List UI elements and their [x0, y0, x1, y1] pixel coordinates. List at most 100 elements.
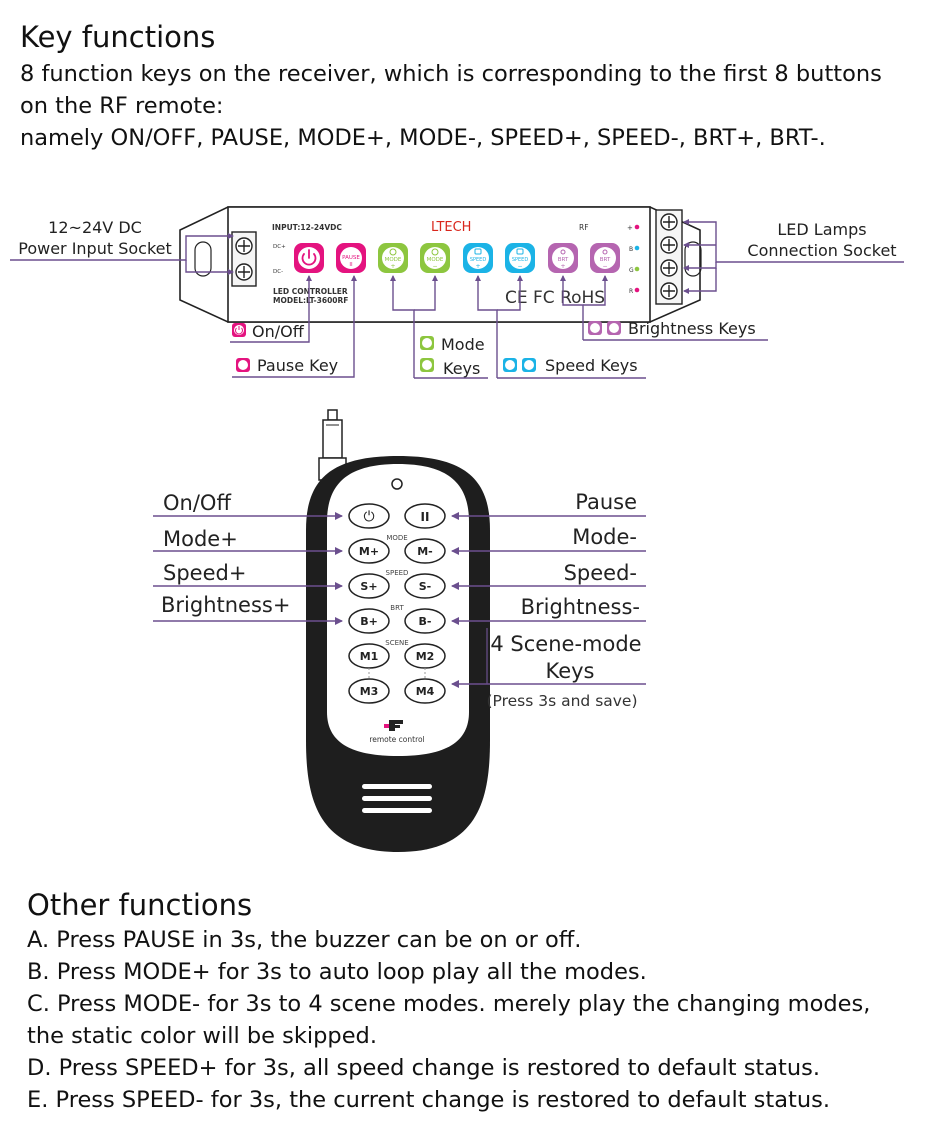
key-face: [424, 247, 446, 269]
callout-text: LED Lamps: [777, 220, 866, 239]
speed-icon: [474, 248, 482, 255]
key-text: +: [390, 263, 395, 270]
speed-keys-callout: Speed Keys: [475, 275, 646, 379]
other-functions-list: A. Press PAUSE in 3s, the buzzer can be …: [27, 924, 922, 1116]
sun-icon: [609, 323, 619, 333]
receiver-unit: INPUT:12-24VDC LTECH RF DC+ DC- LED CONT…: [179, 206, 702, 323]
list-item: E. Press SPEED- for 3s, the current chan…: [27, 1087, 830, 1113]
dc-plus-text: DC+: [273, 244, 286, 250]
receiver-key-brt-plus[interactable]: BRT +: [548, 243, 578, 273]
callout-note: (Press 3s and save): [486, 692, 637, 710]
button-text: M3: [360, 685, 379, 698]
key-text: II: [349, 262, 353, 268]
pause-callout: Pause Key: [232, 275, 357, 378]
rf-mark: RF: [579, 223, 589, 232]
remote-button-speed-minus[interactable]: S-: [404, 573, 446, 599]
button-text: S-: [419, 580, 432, 593]
remote-button-brt-minus[interactable]: B-: [404, 608, 446, 634]
key-face: [509, 247, 531, 269]
power-input-callout: 12~24V DC Power Input Socket: [10, 218, 234, 275]
list-item: A. Press PAUSE in 3s, the buzzer can be …: [27, 927, 582, 953]
mode-icon: [422, 338, 432, 348]
other-functions-heading: Other functions: [27, 888, 253, 922]
rf-remote: ⏻ II MODE M+ M- SPEED S+ S- BRT B+: [306, 409, 490, 852]
button-text: S+: [360, 580, 377, 593]
callout-text: Mode: [441, 335, 485, 354]
terminal-label: R: [629, 288, 633, 295]
remote-button-pause[interactable]: II: [404, 503, 446, 529]
list-item: B. Press MODE+ for 3s to auto loop play …: [27, 959, 647, 985]
key-text: PAUSE: [342, 255, 360, 261]
receiver-key-speed-plus[interactable]: SPEED +: [463, 243, 493, 273]
terminal-dot: [634, 224, 640, 230]
grip-slot: [362, 784, 432, 789]
callout-text: Mode+: [163, 527, 238, 551]
callout-text: 12~24V DC: [48, 218, 142, 237]
key-face: [467, 247, 489, 269]
receiver-key-speed-minus[interactable]: SPEED −: [505, 243, 535, 273]
dc-minus-text: DC-: [273, 269, 283, 275]
callout-text: Speed-: [564, 561, 637, 585]
grip-slot: [362, 808, 432, 813]
power-input-socket: [231, 231, 257, 287]
remote-button-onoff[interactable]: ⏻: [348, 503, 390, 529]
model-line-2: MODEL:LT-3600RF: [273, 296, 348, 305]
remote-button-m3[interactable]: M3: [348, 678, 390, 704]
group-label-mode: MODE: [386, 534, 407, 542]
power-icon: [301, 249, 317, 266]
key-text: SPEED: [470, 257, 487, 263]
list-item: C. Press MODE- for 3s to 4 scene modes. …: [27, 991, 871, 1017]
remote-button-mode-plus[interactable]: M+: [348, 538, 390, 564]
button-text: M1: [360, 650, 379, 663]
speed-icon: [524, 360, 534, 370]
panel-input-text: INPUT:12-24VDC: [272, 223, 342, 232]
speed-icon: [516, 248, 524, 255]
intro-line: 8 function keys on the receiver, which i…: [20, 61, 882, 87]
button-text: M2: [416, 650, 435, 663]
callout-text: Brightness Keys: [628, 319, 756, 338]
remote-button-mode-minus[interactable]: M-: [404, 538, 446, 564]
callout-text: Power Input Socket: [18, 239, 172, 258]
sun-icon: [560, 249, 566, 255]
key-text: MODE: [427, 257, 444, 263]
model-line-1: LED CONTROLLER: [273, 287, 348, 296]
receiver-key-pause[interactable]: PAUSE II: [336, 243, 366, 273]
list-item: D. Press SPEED+ for 3s, all speed change…: [27, 1055, 820, 1081]
callout-text: Pause: [575, 490, 637, 514]
list-item: the static color will be skipped.: [27, 1023, 377, 1049]
callout-text: Speed Keys: [545, 356, 638, 375]
remote-button-m1[interactable]: M1: [348, 643, 390, 669]
receiver-key-mode-plus[interactable]: MODE +: [378, 243, 408, 273]
receiver-key-brt-minus[interactable]: BRT −: [590, 243, 620, 273]
callout-text: On/Off: [163, 491, 231, 515]
button-text: B+: [360, 615, 378, 628]
callout-text: On/Off: [252, 322, 305, 341]
callout-text: Connection Socket: [747, 241, 896, 260]
group-label-brt: BRT: [390, 604, 404, 612]
callout-text: Keys: [443, 359, 480, 378]
remote-button-brt-plus[interactable]: B+: [348, 608, 390, 634]
receiver-key-mode-minus[interactable]: MODE −: [420, 243, 450, 273]
intro-line: namely ON/OFF, PAUSE, MODE+, MODE-, SPEE…: [20, 125, 826, 151]
key-text: −: [602, 263, 607, 270]
power-icon: ⏻: [363, 509, 374, 525]
remote-left-callouts: On/Off Mode+ Speed+ Brightness+: [153, 491, 343, 625]
remote-button-m4[interactable]: M4: [404, 678, 446, 704]
indicator-led: [391, 478, 403, 490]
key-text: SPEED: [512, 257, 529, 263]
key-face: [552, 247, 574, 269]
key-text: +: [560, 263, 565, 270]
button-text: M-: [417, 545, 433, 558]
led-output-socket: [655, 209, 683, 305]
key-text: MODE: [385, 257, 402, 263]
callout-text: Speed+: [163, 561, 246, 585]
receiver-key-onoff[interactable]: [294, 243, 324, 273]
group-label-speed: SPEED: [386, 569, 409, 577]
remote-button-m2[interactable]: M2: [404, 643, 446, 669]
remote-button-speed-plus[interactable]: S+: [348, 573, 390, 599]
button-text: M+: [359, 545, 379, 558]
rf-logo-icon: [384, 720, 403, 731]
brand-logo: LTECH: [431, 220, 471, 235]
key-face: [382, 247, 404, 269]
callout-text: Keys: [545, 659, 594, 683]
